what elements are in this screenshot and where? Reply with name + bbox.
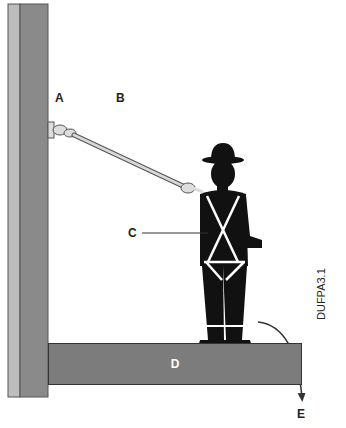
callout-letter: E	[297, 408, 305, 420]
worker	[198, 143, 262, 347]
snap-hook	[181, 183, 195, 193]
harness	[203, 196, 245, 326]
wall-outer	[8, 4, 20, 397]
callout-letter: C	[128, 227, 137, 239]
lanyard	[74, 135, 183, 186]
d-ring-link	[193, 188, 203, 192]
platform-band: D	[48, 343, 302, 385]
callout-letter: B	[116, 92, 125, 104]
figure-code: DUFPA3.1	[316, 268, 327, 320]
callout-letter: A	[55, 92, 64, 104]
wall	[20, 4, 48, 397]
part-letter: D	[171, 357, 180, 371]
leader-line	[142, 233, 208, 234]
